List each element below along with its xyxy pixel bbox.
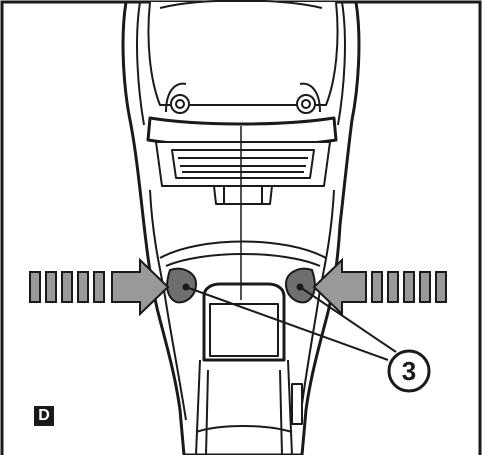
- release-button-left: [166, 267, 198, 304]
- callout-number: 3: [402, 356, 416, 386]
- callout-circle: [387, 349, 431, 393]
- press-arrow-right: [312, 257, 447, 317]
- press-arrow-left: [29, 257, 170, 317]
- callout-leaders: [182, 283, 397, 361]
- panel-label: D: [34, 406, 54, 426]
